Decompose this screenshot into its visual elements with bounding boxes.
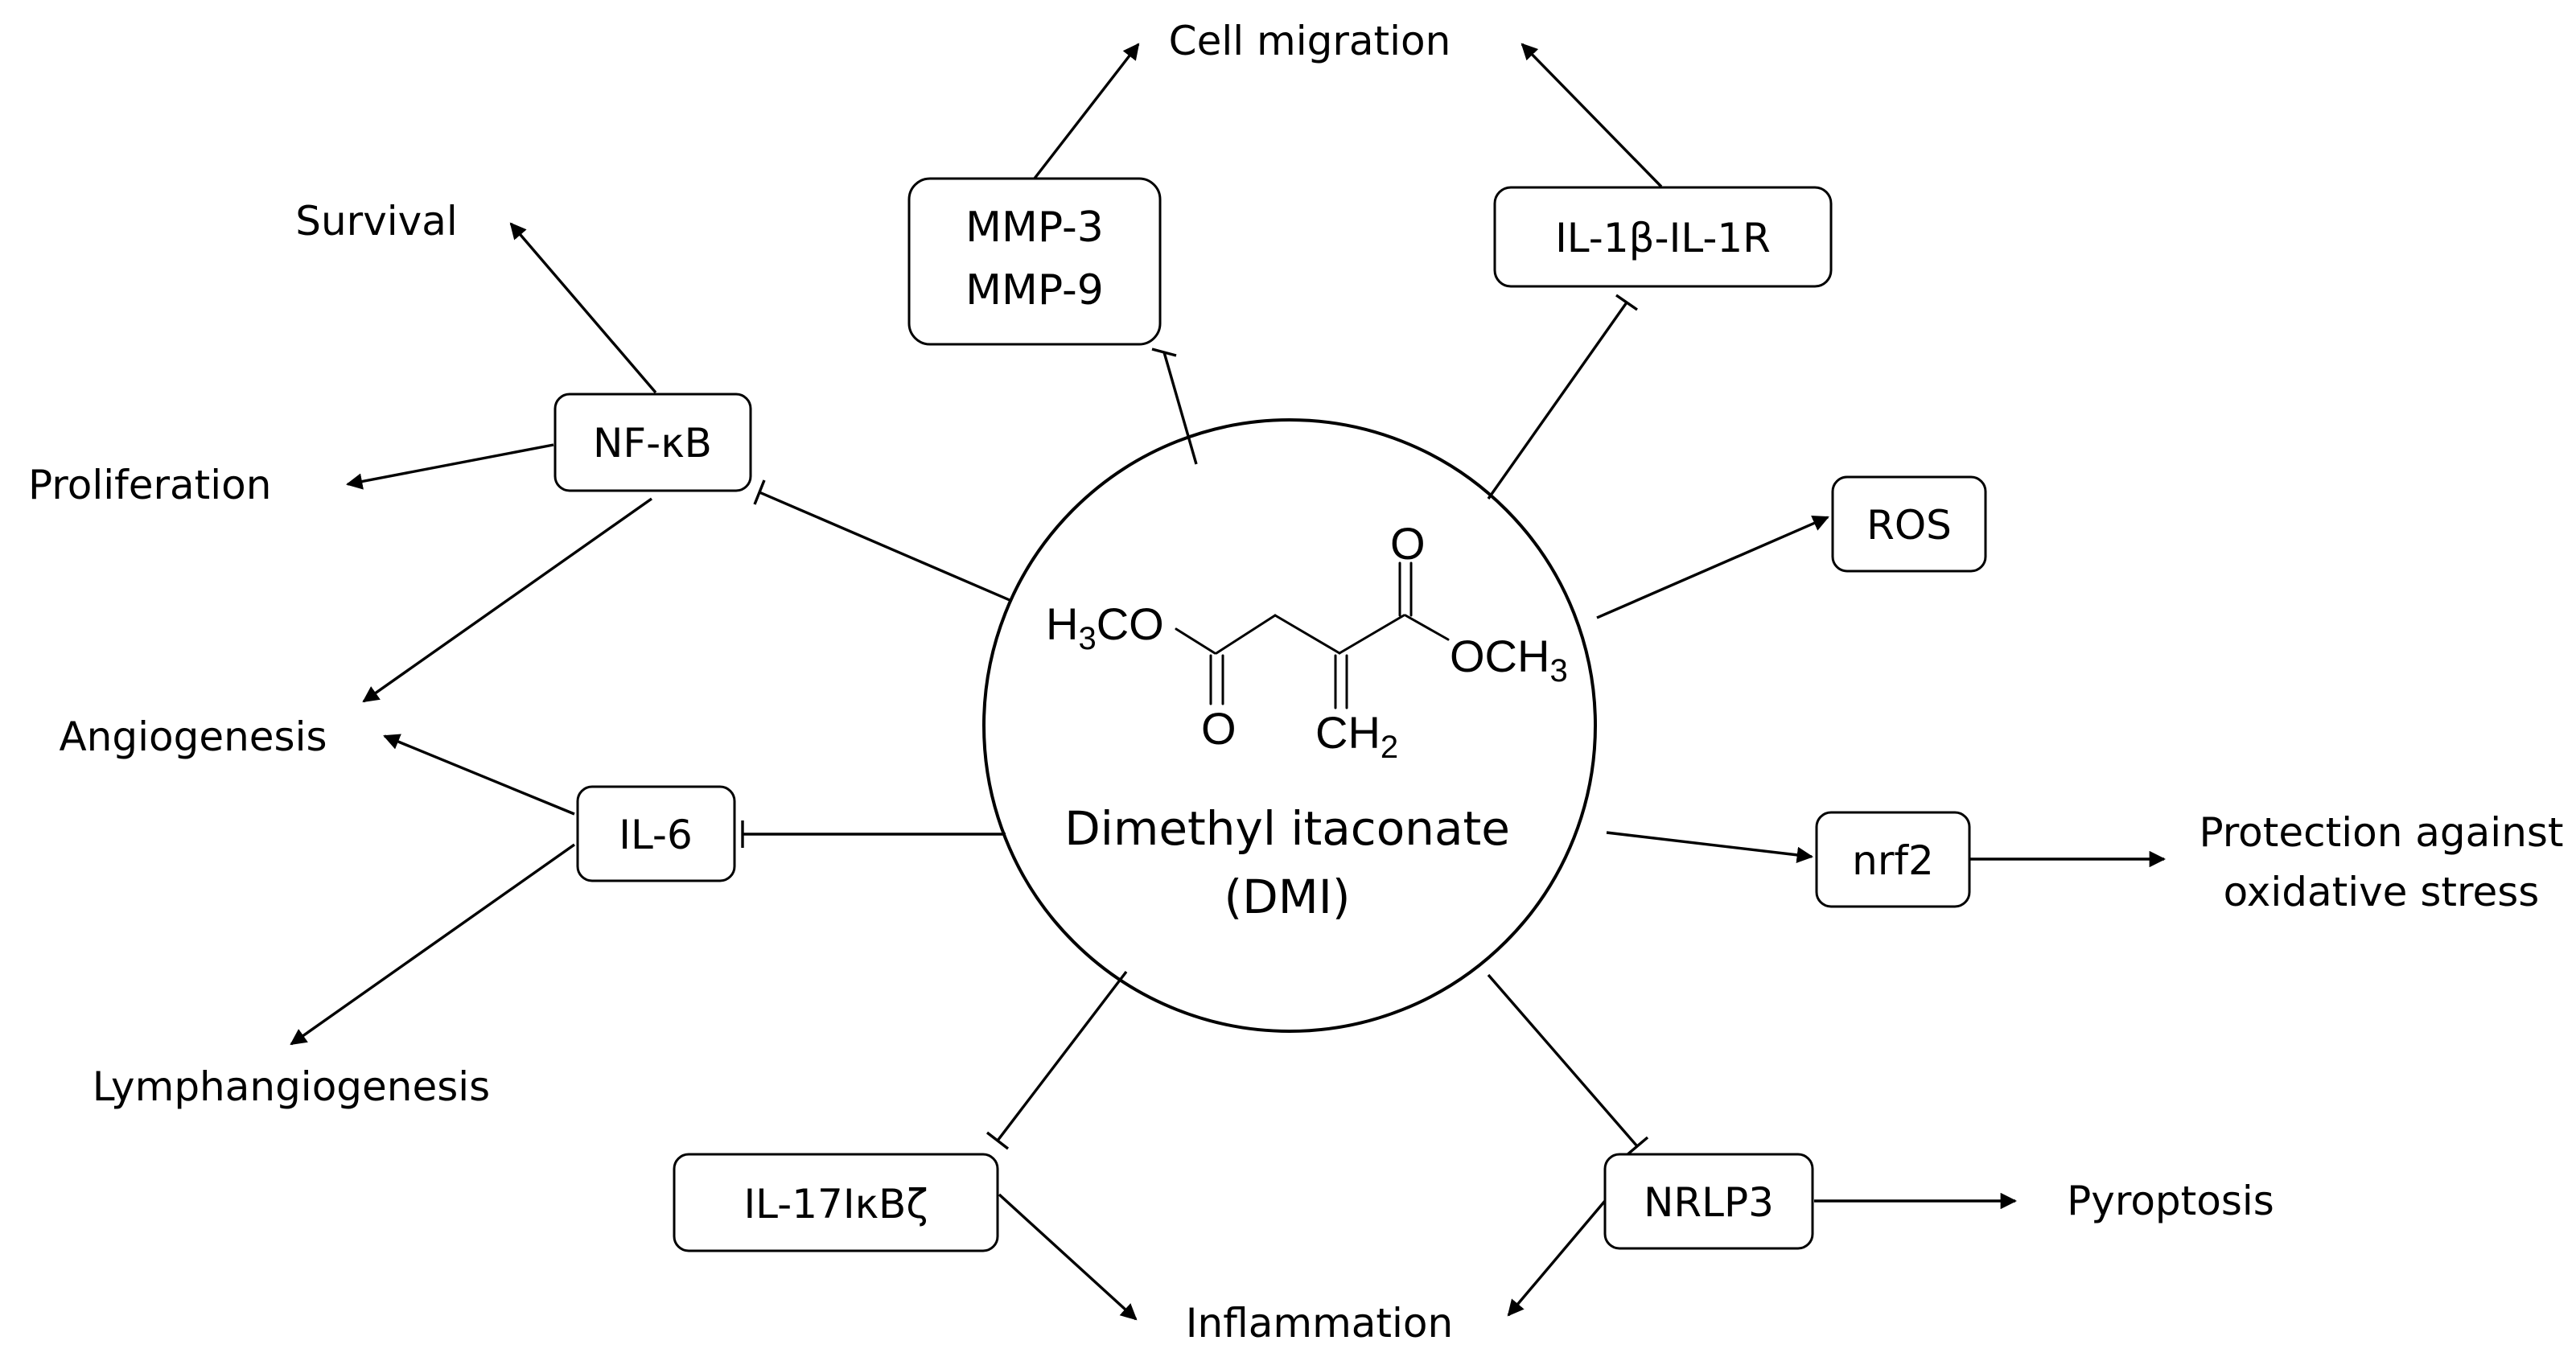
- outcome-pyroptosis: Pyroptosis: [2067, 1178, 2274, 1224]
- arrow-il17-inflammation: [998, 1193, 1138, 1321]
- connector-dmi-il17: [996, 970, 1128, 1142]
- arrow-il1-cellmigration: [1520, 43, 1663, 188]
- il1-label: IL-1β-IL-1R: [1555, 215, 1771, 261]
- bond-c1-c2: [1215, 614, 1277, 655]
- outcome-protection-line2: oxidative stress: [2224, 869, 2540, 915]
- node-il1: IL-1β-IL-1R: [1493, 186, 1833, 288]
- node-nrf2: nrf2: [1815, 811, 1971, 908]
- connector-dmi-nrlp3: [1487, 973, 1639, 1148]
- arrow-nrlp3-inflammation: [1507, 1195, 1611, 1317]
- outcome-angiogenesis: Angiogenesis: [59, 713, 327, 760]
- dmi-circle: [982, 418, 1597, 1033]
- nfkb-label: NF-κB: [593, 420, 712, 467]
- nrlp3-box: [1603, 1153, 1814, 1250]
- node-nrlp3: NRLP3: [1603, 1153, 1814, 1250]
- connector-dmi-mmp: [1162, 352, 1198, 465]
- il17-box: [673, 1153, 999, 1252]
- connector-dmi-il1: [1487, 302, 1628, 500]
- carbonyl-left-o: O: [1201, 703, 1237, 754]
- node-nfkb: NF-κB: [553, 393, 752, 492]
- bond-c2-c3: [1274, 614, 1341, 655]
- arrow-il6-angiogenesis: [383, 734, 575, 816]
- node-il17: IL-17IκBζ: [673, 1153, 999, 1252]
- nrlp3-label: NRLP3: [1644, 1179, 1774, 1226]
- outcome-lymphangiogenesis: Lymphangiogenesis: [93, 1063, 490, 1110]
- center-title-line2: (DMI): [1224, 870, 1350, 924]
- methoxy-left-label: H3CO: [1046, 598, 1164, 656]
- mmp-box: [907, 177, 1162, 346]
- outcome-proliferation: Proliferation: [28, 462, 271, 508]
- arrow-nfkb-proliferation: [345, 443, 554, 490]
- bond-c3-c4: [1338, 614, 1405, 655]
- cap-il1: [1615, 294, 1638, 311]
- mmp-label-line2: MMP-9: [965, 266, 1104, 315]
- il6-label: IL-6: [619, 812, 693, 858]
- outcome-inflammation: Inflammation: [1186, 1300, 1453, 1347]
- ros-label: ROS: [1866, 502, 1952, 549]
- arrow-dmi-ros: [1596, 515, 1829, 619]
- cap-nrlp3: [1625, 1136, 1649, 1157]
- arrow-dmi-nrf2: [1606, 831, 1814, 863]
- cap-mmp: [1151, 347, 1177, 357]
- mmp-label-line1: MMP-3: [965, 204, 1104, 252]
- il17-label: IL-17IκBζ: [743, 1181, 928, 1227]
- il6-box: [576, 785, 736, 882]
- outcome-protection-line1: Protection against: [2199, 809, 2563, 856]
- methylene-label: CH2: [1315, 707, 1398, 765]
- outcome-cell-migration: Cell migration: [1169, 18, 1451, 64]
- bond-c4-o: [1404, 614, 1450, 641]
- arrow-nfkb-survival: [509, 222, 657, 394]
- connector-dmi-nfkb: [759, 491, 1010, 602]
- inhibition-connectors: [741, 294, 1649, 1157]
- nrf2-label: nrf2: [1852, 837, 1934, 884]
- node-il6: IL-6: [576, 785, 736, 882]
- nrf2-box: [1815, 811, 1971, 908]
- arrow-mmp-cellmigration: [1032, 43, 1140, 181]
- outcome-survival: Survival: [295, 198, 458, 245]
- arrow-il6-lymphangiogenesis: [290, 843, 575, 1046]
- bond-o-c1: [1175, 627, 1216, 655]
- center-title-line1: Dimethyl itaconate: [1064, 801, 1510, 856]
- node-mmp: MMP-3 MMP-9: [907, 177, 1162, 346]
- dmi-structure: H3CO O CH2 O OCH3: [1046, 518, 1568, 765]
- activation-connectors: [290, 43, 2167, 1321]
- nfkb-box: [553, 393, 752, 492]
- cap-nfkb: [753, 479, 766, 505]
- arrow-nfkb-angiogenesis: [362, 497, 652, 703]
- ros-box: [1831, 475, 1987, 573]
- il1-box: [1493, 186, 1833, 288]
- carbonyl-right-o: O: [1390, 518, 1426, 569]
- methoxy-right-label: OCH3: [1450, 631, 1568, 689]
- node-ros: ROS: [1831, 475, 1987, 573]
- cap-il17: [986, 1131, 1010, 1150]
